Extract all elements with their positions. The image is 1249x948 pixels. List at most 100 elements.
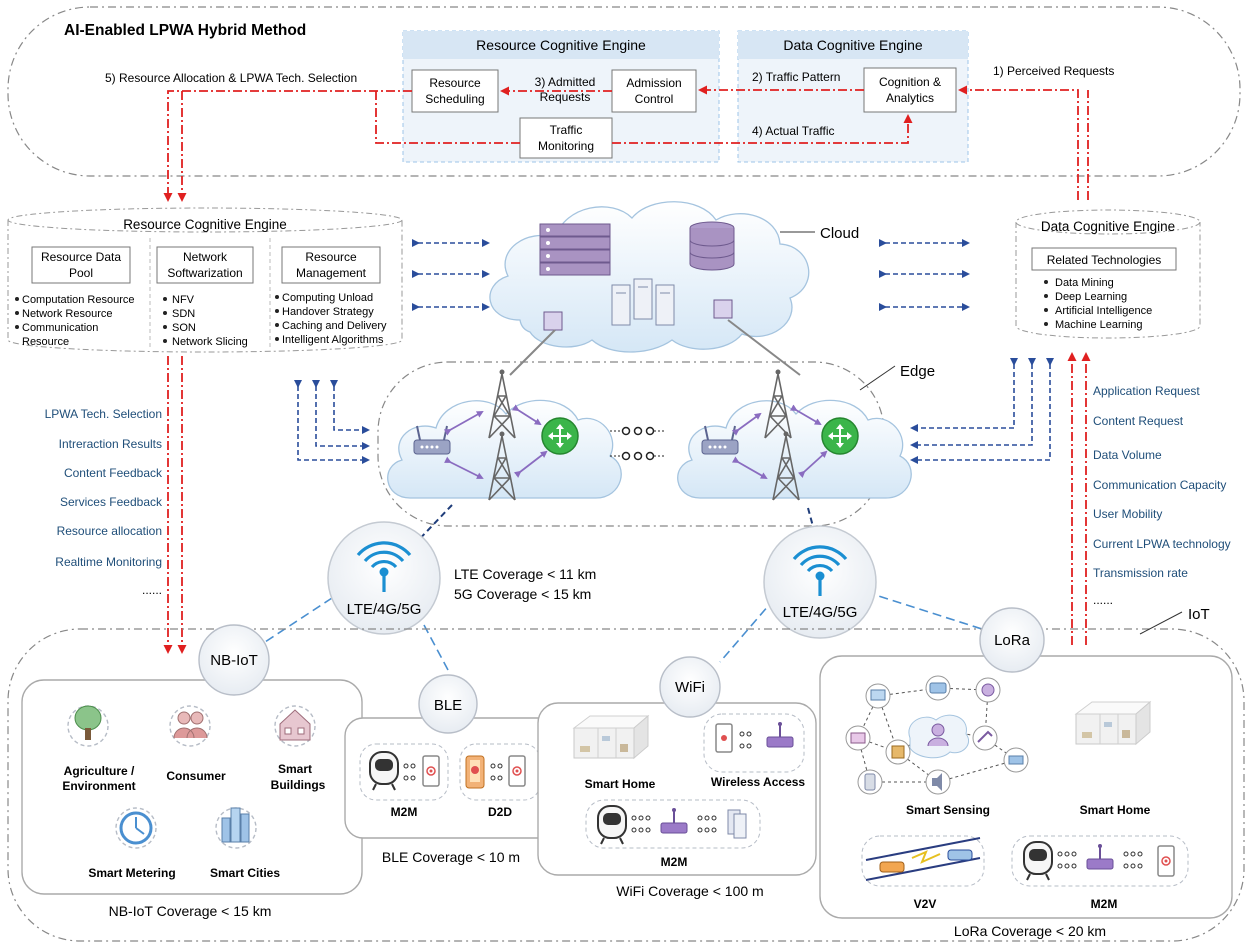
wifi-item: M2M: [661, 855, 688, 869]
traffic-monitoring-box: [519, 117, 613, 159]
wifi-item: Smart Home: [585, 777, 656, 791]
lte-coverage-l1: LTE Coverage < 11 km: [454, 566, 596, 582]
lte-left-label: LTE/4G/5G: [347, 601, 422, 618]
lora-item: M2M: [1091, 897, 1118, 911]
wifi-badge: WiFi: [675, 679, 705, 696]
admission-control-l2: Control: [635, 92, 674, 106]
dce-head: Related Technologies: [1047, 253, 1162, 267]
diagram-title: AI-Enabled LPWA Hybrid Method: [64, 22, 306, 39]
resource-allocation-arrow: [163, 90, 412, 202]
rce-title: Resource Cognitive Engine: [123, 217, 287, 232]
step4-label: 4) Actual Traffic: [752, 124, 834, 138]
actual-traffic-arrow: [612, 114, 913, 144]
traffic-monitoring-l2: Monitoring: [538, 139, 594, 153]
rce-col2-item: NFV: [172, 294, 195, 306]
edge-label: Edge: [900, 363, 935, 380]
nbiot-item: Buildings: [271, 778, 326, 792]
rce-col3-head-l1: Resource: [305, 250, 357, 264]
iot-label: IoT: [1188, 606, 1210, 623]
rce-col3-item: Intelligent Algorithms: [282, 334, 384, 346]
request-item: Application Request: [1093, 384, 1200, 398]
top-rce-header: Resource Cognitive Engine: [476, 37, 646, 53]
request-item: Communication Capacity: [1093, 478, 1226, 492]
lora-item: V2V: [914, 897, 937, 911]
feedback-item: Services Feedback: [60, 495, 163, 509]
resource-scheduling-l2: Scheduling: [425, 92, 484, 106]
resource-scheduling-l1: Resource: [429, 76, 481, 90]
lte-coverage-l2: 5G Coverage < 15 km: [454, 586, 591, 602]
lora-badge: LoRa: [994, 632, 1031, 649]
smart-sensing-network: [845, 675, 1029, 795]
cognition-analytics-box: [863, 67, 957, 113]
cloud: [489, 201, 810, 353]
rce-col3-head-l2: Management: [296, 266, 367, 280]
dce-item: Artificial Intelligence: [1055, 305, 1152, 317]
feedback-item: ......: [142, 583, 162, 597]
cloud-label: Cloud: [820, 225, 859, 242]
ble-item: D2D: [488, 805, 512, 819]
request-item: Current LPWA technology: [1093, 537, 1231, 551]
request-item: ......: [1093, 593, 1113, 607]
ble-coverage: BLE Coverage < 10 m: [382, 849, 520, 865]
dce-title: Data Cognitive Engine: [1041, 219, 1175, 234]
lte-right-label: LTE/4G/5G: [783, 604, 858, 621]
nbiot-item: Agriculture /: [64, 764, 135, 778]
rce-col2-item: Network Slicing: [172, 336, 248, 348]
dce-item: Deep Learning: [1055, 291, 1127, 303]
admission-control-box: [611, 69, 697, 113]
wifi-item: Wireless Access: [711, 775, 806, 789]
rce-col2-head-l1: Network: [183, 250, 228, 264]
admission-control-l1: Admission: [626, 76, 681, 90]
feedback-item: Realtime Monitoring: [55, 555, 162, 569]
request-item: User Mobility: [1093, 507, 1162, 521]
step2-label: 2) Traffic Pattern: [752, 70, 840, 84]
request-item: Transmission rate: [1093, 566, 1188, 580]
rce-col1-head-l1: Resource Data: [41, 250, 121, 264]
request-item: Data Volume: [1093, 448, 1162, 462]
rce-col2-item: SON: [172, 322, 196, 334]
lora-item: Smart Home: [1080, 803, 1151, 817]
top-dce-header: Data Cognitive Engine: [783, 37, 923, 53]
iot-frame: [7, 628, 1245, 942]
rce-col1-item: Computation Resource: [22, 294, 135, 306]
step3-label-l2: Requests: [540, 90, 591, 104]
rce-col1-head-l2: Pool: [69, 266, 93, 280]
rce-col1-item: Communication: [22, 322, 98, 334]
feedback-item: Content Feedback: [64, 466, 163, 480]
lte-badge-right: LTE/4G/5G: [763, 525, 877, 639]
nbiot-item: Smart Cities: [210, 866, 280, 880]
request-item: Content Request: [1093, 414, 1184, 428]
feedback-item: Resource allocation: [57, 524, 162, 538]
wifi-coverage: WiFi Coverage < 100 m: [616, 883, 763, 899]
lte-badge-left: LTE/4G/5G: [327, 521, 441, 635]
resource-scheduling-box: [411, 69, 499, 113]
data-cognitive-engine: Data Cognitive Engine Related Technologi…: [1015, 209, 1201, 339]
nbiot-item: Smart Metering: [88, 866, 175, 880]
lora-coverage: LoRa Coverage < 20 km: [954, 923, 1106, 939]
perceived-requests-arrow: [958, 85, 1079, 200]
dce-item: Machine Learning: [1055, 319, 1142, 331]
feedback-item: LPWA Tech. Selection: [45, 407, 162, 421]
dce-item: Data Mining: [1055, 277, 1114, 289]
rce-col3-item: Handover Strategy: [282, 306, 374, 318]
nbiot-item: Environment: [62, 779, 135, 793]
rce-col1-item: Resource: [22, 336, 69, 348]
resource-cognitive-engine: Resource Cognitive Engine Resource Data …: [7, 207, 403, 353]
feedback-item: Intreraction Results: [59, 437, 162, 451]
rce-col2-item: SDN: [172, 308, 195, 320]
ble-badge: BLE: [434, 697, 462, 714]
lora-item: Smart Sensing: [906, 803, 990, 817]
step5-label: 5) Resource Allocation & LPWA Tech. Sele…: [105, 71, 357, 85]
rce-col3-item: Computing Unload: [282, 292, 373, 304]
rce-col2-head-l2: Softwarization: [167, 266, 242, 280]
cognition-analytics-l2: Analytics: [886, 91, 934, 105]
edge-cloud-left: [387, 368, 622, 501]
traffic-monitoring-l1: Traffic: [550, 123, 583, 137]
step3-label-l1: 3) Admitted: [535, 75, 596, 89]
nbiot-item: Consumer: [166, 769, 226, 783]
rce-col3-item: Caching and Delivery: [282, 320, 387, 332]
edge-cloud-right: [677, 368, 912, 501]
rce-col1-item: Network Resource: [22, 308, 112, 320]
ble-item: M2M: [391, 805, 418, 819]
